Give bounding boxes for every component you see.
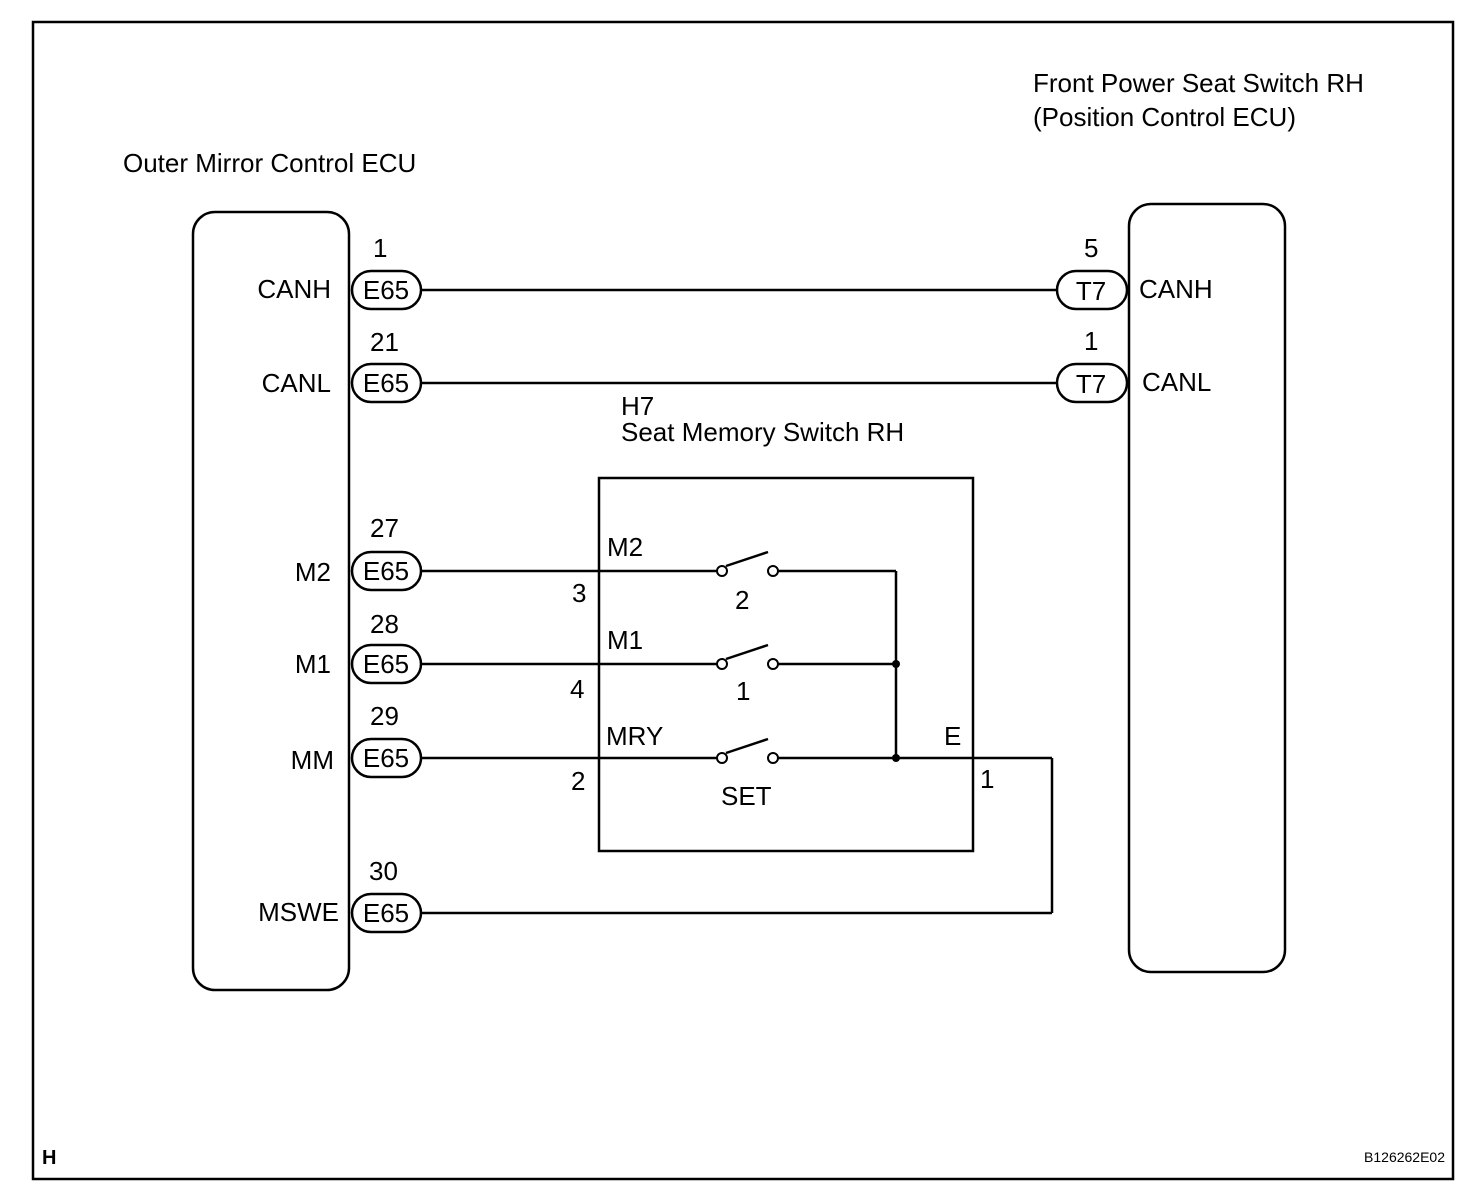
left-terminal-mswe-label: MSWE [258,897,339,927]
corner-letter: H [42,1147,56,1169]
right-terminal-canh-pin: 5 [1084,233,1098,263]
right-ecu-title-line1: Front Power Seat Switch RH [1033,68,1364,98]
switch-set-terminal-b [767,752,779,764]
left-terminal-m2-pin: 27 [370,513,399,543]
left-ecu-title: Outer Mirror Control ECU [123,148,416,178]
left-terminal-m2-label: M2 [295,557,331,587]
left-terminal-m1-label: M1 [295,649,331,679]
switch-output-pin: 1 [980,764,994,794]
left-ecu-box [191,210,351,992]
right-ecu-box [1127,202,1287,974]
switch-set-terminal-a [716,752,728,764]
switch-2-terminal-b [767,565,779,577]
left-connector-m2 [350,550,423,592]
left-terminal-canh-pin: 1 [373,233,387,263]
left-terminal-canh-label: CANH [257,274,331,304]
left-connector-mswe-id: E65 [363,898,409,928]
left-connector-m1 [350,643,423,685]
switch-1-terminal-b [767,658,779,670]
switch-name-1: 1 [736,676,750,706]
switch-signal-mry: MRY [606,721,663,751]
junction-dot-e [892,754,900,762]
left-terminal-mm-label: MM [291,745,334,775]
left-connector-canl-id: E65 [363,368,409,398]
left-connector-canh-id: E65 [363,275,409,305]
left-terminal-canl-label: CANL [262,368,331,398]
switch-name-set: SET [721,781,772,811]
left-connector-mm [350,737,423,779]
left-connector-mm-id: E65 [363,743,409,773]
junction-dot-m1 [892,660,900,668]
left-terminal-canl-pin: 21 [370,327,399,357]
right-connector-canl [1055,362,1129,404]
right-connector-canh [1055,269,1129,311]
switch-block-id: H7 [621,391,654,421]
switch-block-title: Seat Memory Switch RH [621,417,904,447]
switch-2-blade [725,550,769,568]
left-connector-mswe [350,892,423,934]
switch-pin-mry: 2 [571,766,585,796]
left-connector-canl [350,362,423,404]
switch-set-blade [725,737,769,755]
right-connector-canh-id: T7 [1076,276,1106,306]
figure-code: B126262E02 [1364,1149,1445,1165]
right-connector-canl-id: T7 [1076,369,1106,399]
switch-pin-m1: 4 [570,674,584,704]
right-terminal-canh-label: CANH [1139,274,1213,304]
switch-1-blade [725,643,769,661]
switch-2-terminal-a [716,565,728,577]
switch-signal-m2: M2 [607,532,643,562]
left-terminal-m1-pin: 28 [370,609,399,639]
right-terminal-canl-label: CANL [1142,367,1211,397]
switch-name-2: 2 [735,585,749,615]
switch-signal-m1: M1 [607,625,643,655]
left-terminal-mswe-pin: 30 [369,856,398,886]
switch-1-terminal-a [716,658,728,670]
right-ecu-title-line2: (Position Control ECU) [1033,102,1296,132]
left-connector-canh [350,269,423,311]
left-connector-m1-id: E65 [363,649,409,679]
left-terminal-mm-pin: 29 [370,701,399,731]
left-connector-m2-id: E65 [363,556,409,586]
right-terminal-canl-pin: 1 [1084,326,1098,356]
diagram-frame [31,20,1455,1181]
switch-output-signal: E [944,721,961,751]
switch-pin-m2: 3 [572,578,586,608]
